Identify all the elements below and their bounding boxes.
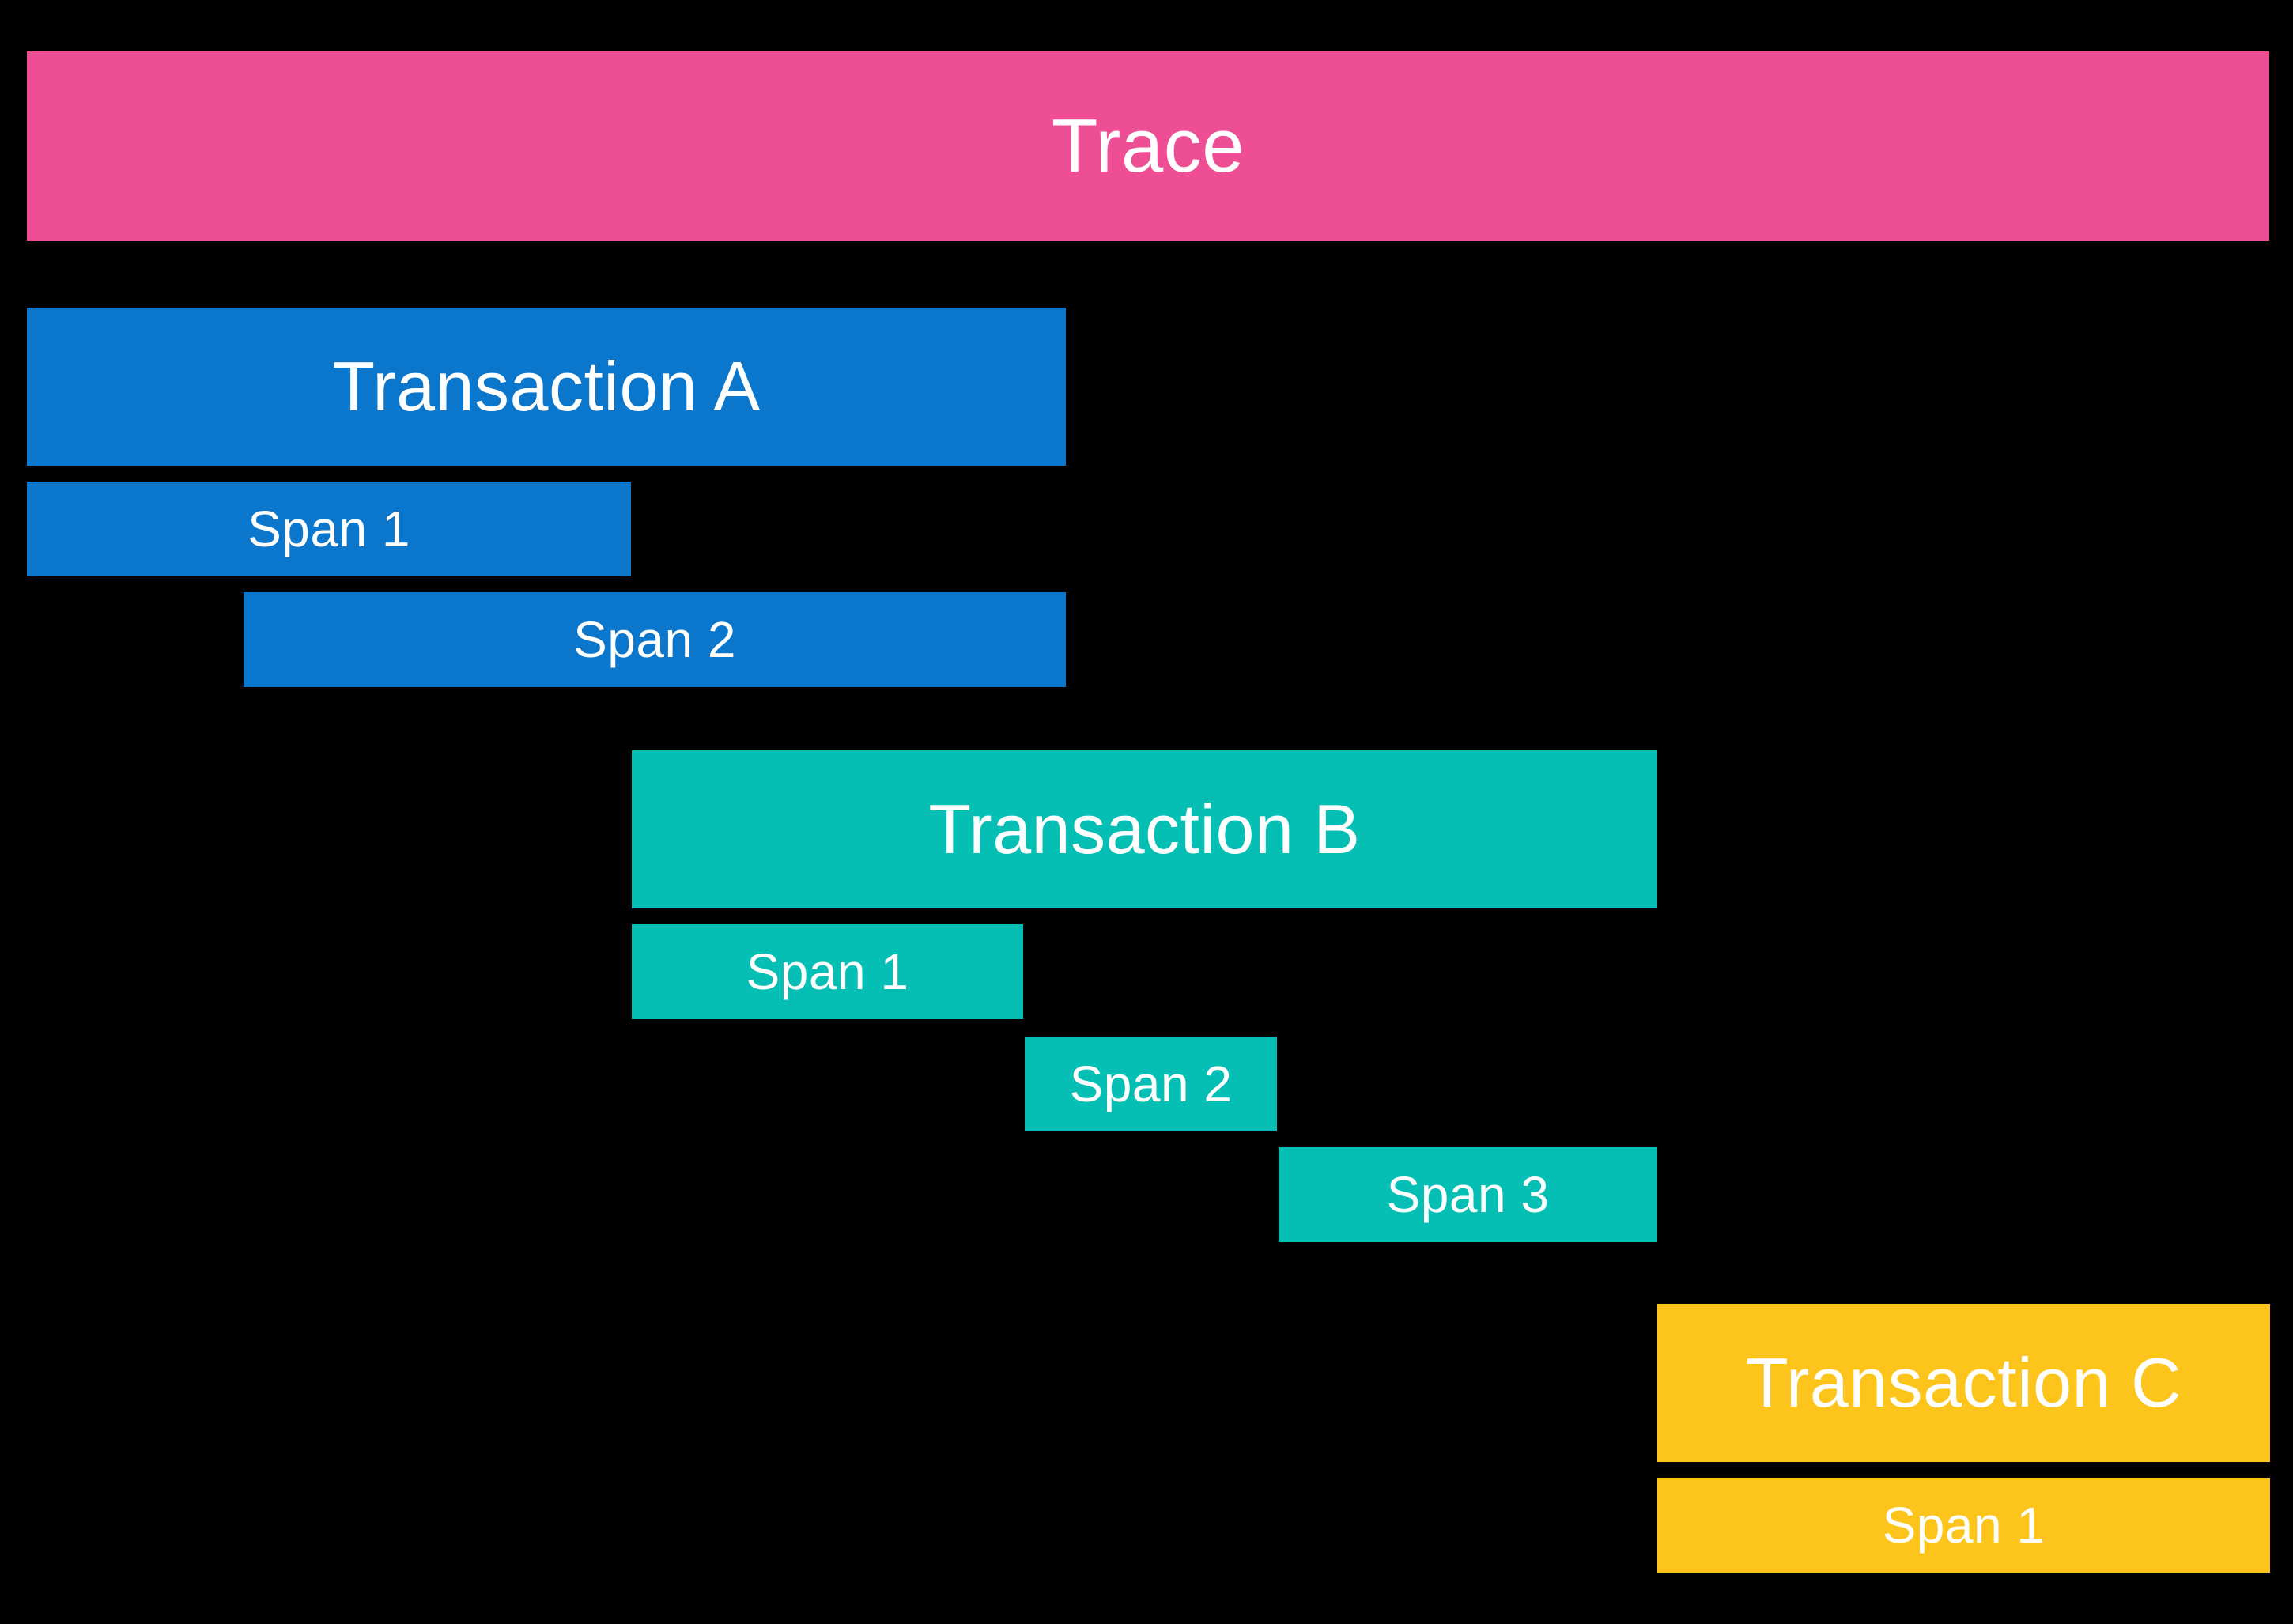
bar-label-transaction-c: Transaction C (1746, 1343, 2182, 1422)
bar-label-transaction-b-span-3: Span 3 (1386, 1166, 1550, 1223)
bar-transaction-c-span-1[interactable]: Span 1 (1657, 1478, 2270, 1573)
bar-transaction-a[interactable]: Transaction A (27, 308, 1066, 466)
bar-label-trace: Trace (1051, 104, 1245, 188)
bar-transaction-a-span-1[interactable]: Span 1 (27, 482, 631, 576)
bar-label-transaction-a-span-2: Span 2 (573, 611, 736, 668)
bar-transaction-b-span-3[interactable]: Span 3 (1279, 1147, 1657, 1242)
bar-transaction-b-span-1[interactable]: Span 1 (632, 924, 1023, 1019)
bar-label-transaction-c-span-1: Span 1 (1882, 1497, 2046, 1554)
bar-label-transaction-b-span-1: Span 1 (746, 943, 909, 1000)
bar-label-transaction-a-span-1: Span 1 (247, 500, 410, 557)
bar-transaction-c[interactable]: Transaction C (1657, 1304, 2270, 1462)
bar-transaction-a-span-2[interactable]: Span 2 (244, 592, 1066, 687)
bar-label-transaction-a: Transaction A (332, 347, 761, 425)
bar-transaction-b-span-2[interactable]: Span 2 (1025, 1037, 1277, 1131)
bar-transaction-b[interactable]: Transaction B (632, 750, 1657, 908)
bar-label-transaction-b-span-2: Span 2 (1069, 1056, 1233, 1112)
bar-trace[interactable]: Trace (27, 51, 2269, 241)
bar-label-transaction-b: Transaction B (928, 790, 1361, 868)
